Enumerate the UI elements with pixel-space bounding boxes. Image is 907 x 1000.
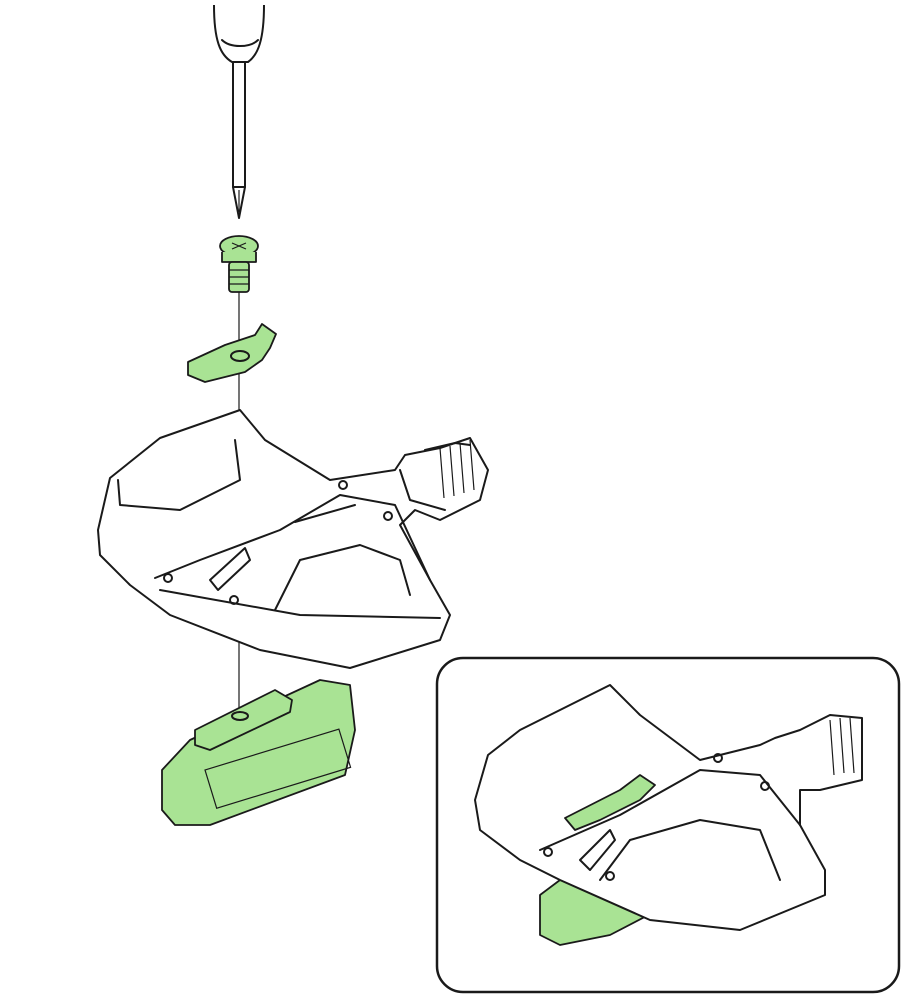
screwdriver-icon: [213, 4, 265, 219]
line-art-stroke: [221, 39, 259, 47]
line-art-stroke: [829, 717, 855, 776]
line-art-stroke: [204, 728, 352, 810]
tension-plate-icon: [187, 323, 277, 383]
line-art-stroke: [229, 269, 249, 285]
line-art-stroke: [605, 871, 615, 881]
line-art-stroke: [294, 504, 356, 523]
line-art-stroke: [439, 439, 475, 499]
line-art-stroke: [599, 819, 781, 881]
screw-icon: [219, 235, 259, 293]
line-art-stroke: [213, 4, 265, 63]
line-art-stroke: [474, 684, 863, 931]
line-art-stroke: [231, 242, 247, 250]
line-art-stroke: [383, 511, 393, 521]
line-art-stroke: [97, 409, 489, 669]
line-art-stroke: [579, 829, 616, 871]
inset-panel: [435, 656, 901, 994]
line-art-stroke: [338, 480, 348, 490]
assembled-pedal-icon: [474, 684, 863, 946]
line-art-stroke: [163, 573, 173, 583]
line-art-stroke: [209, 547, 251, 591]
line-art-stroke: [399, 442, 471, 511]
line-art-stroke: [564, 774, 656, 831]
line-art-stroke: [154, 494, 431, 581]
line-art-stroke: [231, 711, 249, 721]
line-art-stroke: [229, 595, 239, 605]
line-art-stroke: [543, 847, 553, 857]
reflector-icon: [161, 679, 356, 826]
pedal-icon: [97, 409, 489, 669]
line-art-stroke: [760, 781, 770, 791]
line-art-stroke: [221, 252, 257, 263]
line-art-stroke: [117, 439, 241, 511]
line-art-stroke: [539, 769, 801, 851]
line-art-stroke: [230, 350, 250, 362]
line-art-stroke: [274, 544, 411, 611]
line-art-stroke: [232, 61, 246, 188]
line-art-stroke: [713, 753, 723, 763]
line-art-stroke: [159, 589, 441, 619]
